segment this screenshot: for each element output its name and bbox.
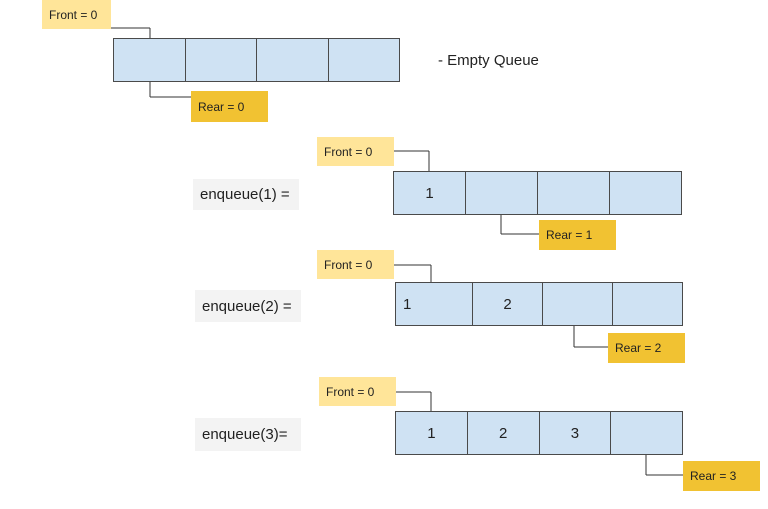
queue-cell [538,172,610,214]
operation-label-enqueue-3: enqueue(3)= [195,418,301,451]
front-pointer-label-empty: Front = 0 [42,0,111,29]
rear-pointer-label-enqueue-2: Rear = 2 [608,333,685,363]
front-pointer-label-enqueue-2: Front = 0 [317,250,394,279]
queue-cell [329,39,400,81]
queue-cell [611,412,682,454]
queue-cell [466,172,538,214]
operation-label-enqueue-1: enqueue(1) = [193,179,299,210]
queue-cell: 2 [473,283,543,325]
queue-empty [113,38,400,82]
queue-cell: 3 [540,412,612,454]
rear-pointer-label-enqueue-1: Rear = 1 [539,220,616,250]
queue-after-enqueue-3: 1 2 3 [395,411,683,455]
operation-label-enqueue-2: enqueue(2) = [195,290,301,322]
queue-cell: 1 [396,412,468,454]
front-pointer-label-enqueue-3: Front = 0 [319,377,396,406]
empty-queue-caption: - Empty Queue [438,52,539,69]
queue-cell: 2 [468,412,540,454]
queue-after-enqueue-2: 1 2 [395,282,683,326]
queue-cell: 1 [394,172,466,214]
queue-cell [610,172,681,214]
queue-after-enqueue-1: 1 [393,171,682,215]
rear-pointer-label-enqueue-3: Rear = 3 [683,461,760,491]
queue-cell [114,39,186,81]
queue-cell: 1 [396,283,473,325]
queue-cell [543,283,613,325]
queue-cell [186,39,257,81]
rear-pointer-label-empty: Rear = 0 [191,91,268,122]
front-pointer-label-enqueue-1: Front = 0 [317,137,394,166]
queue-cell [613,283,682,325]
queue-cell [257,39,329,81]
